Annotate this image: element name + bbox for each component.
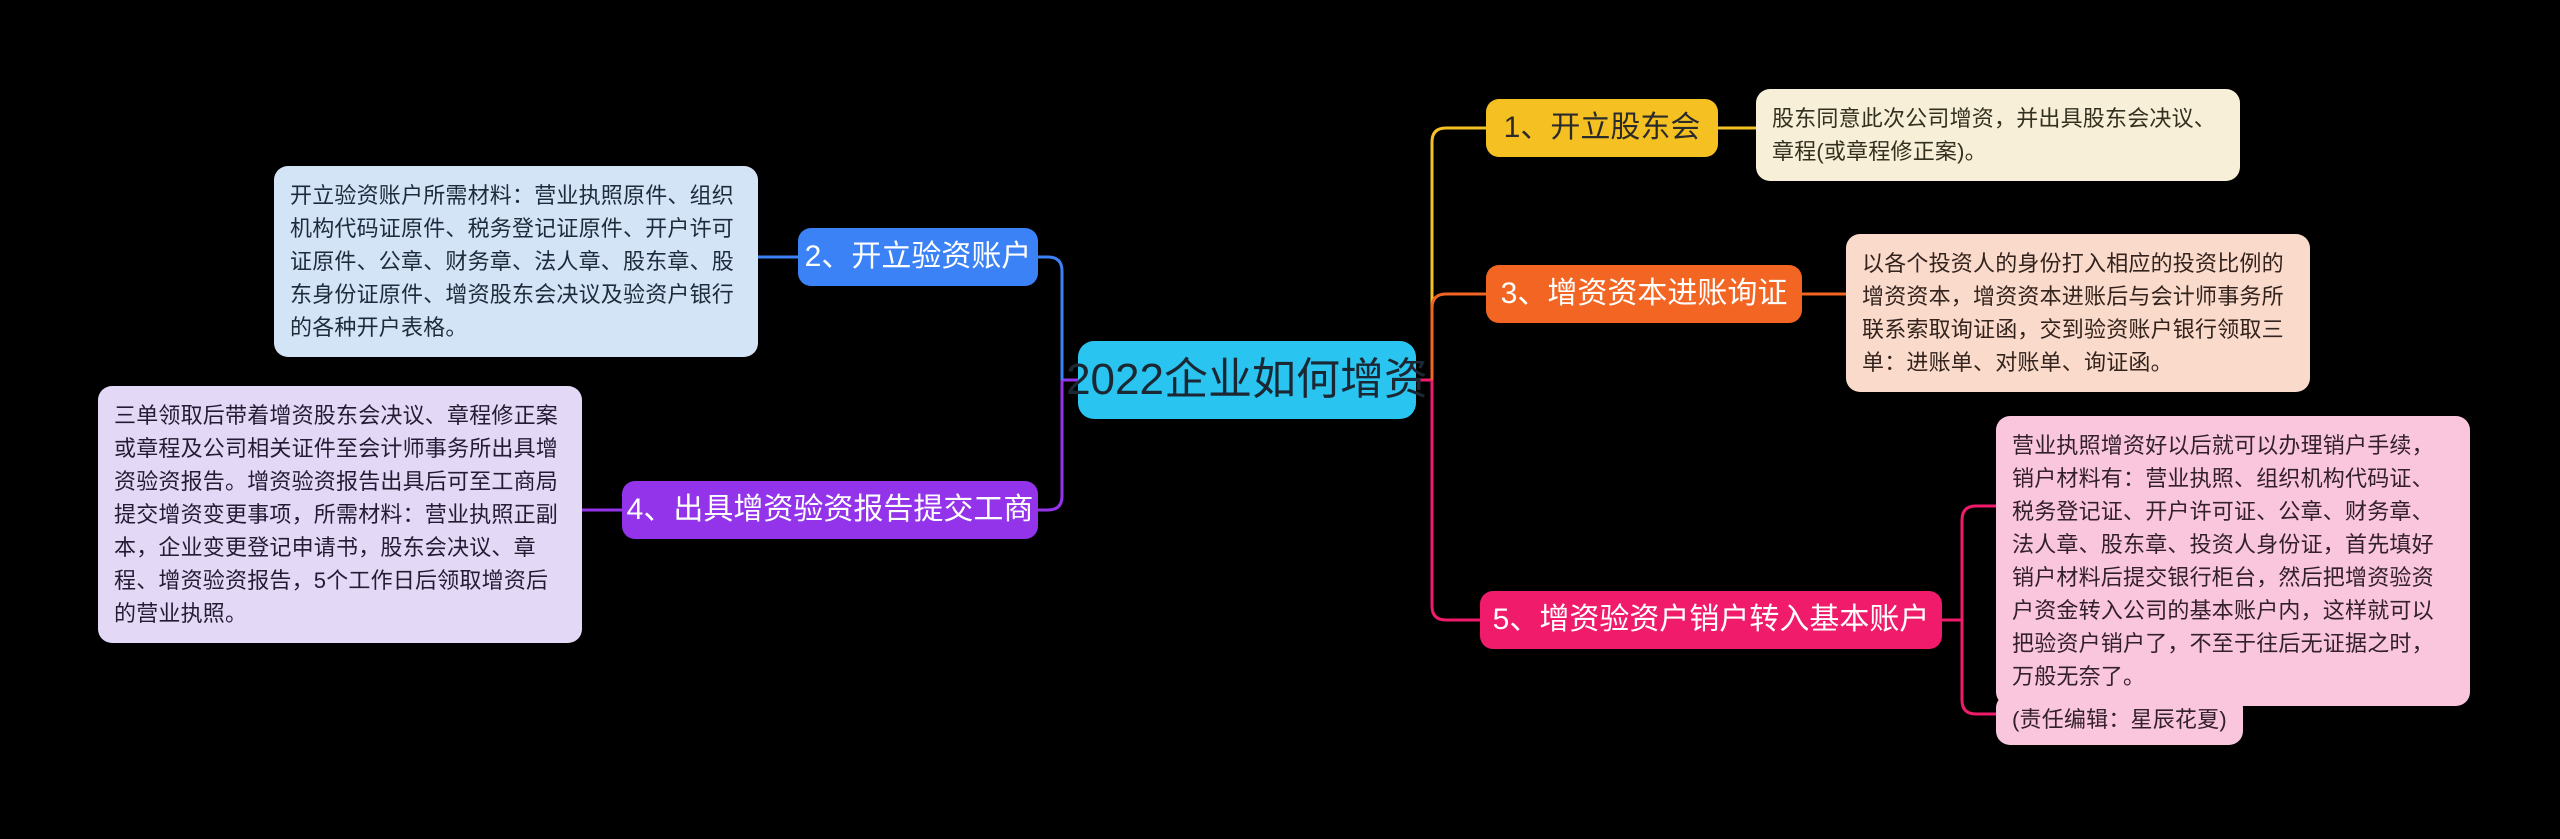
branch-node-5-label: 5、增资验资户销户转入基本账户 [1492, 603, 1930, 636]
root-node[interactable]: 2022企业如何增资 [1066, 341, 1428, 419]
branch-node-1-label: 1、开立股东会 [1503, 111, 1701, 144]
branch-5-description-card[interactable]: 营业执照增资好以后就可以办理销户手续，销户材料有：营业执照、组织机构代码证、税务… [1996, 416, 2470, 706]
branch-node-2[interactable]: 2、开立验资账户 [798, 228, 1038, 286]
branch-1-description-text: 股东同意此次公司增资，并出具股东会决议、章程(或章程修正案)。 [1772, 106, 2217, 164]
branch-node-3-label: 3、增资资本进账询证 [1500, 277, 1788, 310]
branch-3-description-card[interactable]: 以各个投资人的身份打入相应的投资比例的增资资本，增资资本进账后与会计师事务所联系… [1846, 234, 2310, 392]
branch-2-description-text: 开立验资账户所需材料：营业执照原件、组织机构代码证原件、税务登记证原件、开户许可… [290, 183, 735, 340]
root-node-label: 2022企业如何增资 [1066, 355, 1428, 404]
branch-node-2-label: 2、开立验资账户 [804, 240, 1032, 273]
branch-node-3[interactable]: 3、增资资本进账询证 [1486, 265, 1802, 323]
branch-3-description-text: 以各个投资人的身份打入相应的投资比例的增资资本，增资资本进账后与会计师事务所联系… [1862, 251, 2284, 375]
branch-4-description-text: 三单领取后带着增资股东会决议、章程修正案或章程及公司相关证件至会计师事务所出具增… [114, 403, 559, 626]
branch-5-editor-text: (责任编辑：星辰花夏) [2012, 707, 2227, 732]
branch-5-editor-card[interactable]: (责任编辑：星辰花夏) [1996, 694, 2243, 745]
branch-node-4[interactable]: 4、出具增资验资报告提交工商 [622, 481, 1038, 539]
branch-4-description-card[interactable]: 三单领取后带着增资股东会决议、章程修正案或章程及公司相关证件至会计师事务所出具增… [98, 386, 582, 643]
branch-node-4-label: 4、出具增资验资报告提交工商 [626, 493, 1034, 526]
branch-1-description-card[interactable]: 股东同意此次公司增资，并出具股东会决议、章程(或章程修正案)。 [1756, 89, 2240, 181]
branch-node-5[interactable]: 5、增资验资户销户转入基本账户 [1480, 591, 1942, 649]
branch-5-description-text: 营业执照增资好以后就可以办理销户手续，销户材料有：营业执照、组织机构代码证、税务… [2012, 433, 2434, 689]
branch-2-description-card[interactable]: 开立验资账户所需材料：营业执照原件、组织机构代码证原件、税务登记证原件、开户许可… [274, 166, 758, 357]
branch-node-1[interactable]: 1、开立股东会 [1486, 99, 1718, 157]
